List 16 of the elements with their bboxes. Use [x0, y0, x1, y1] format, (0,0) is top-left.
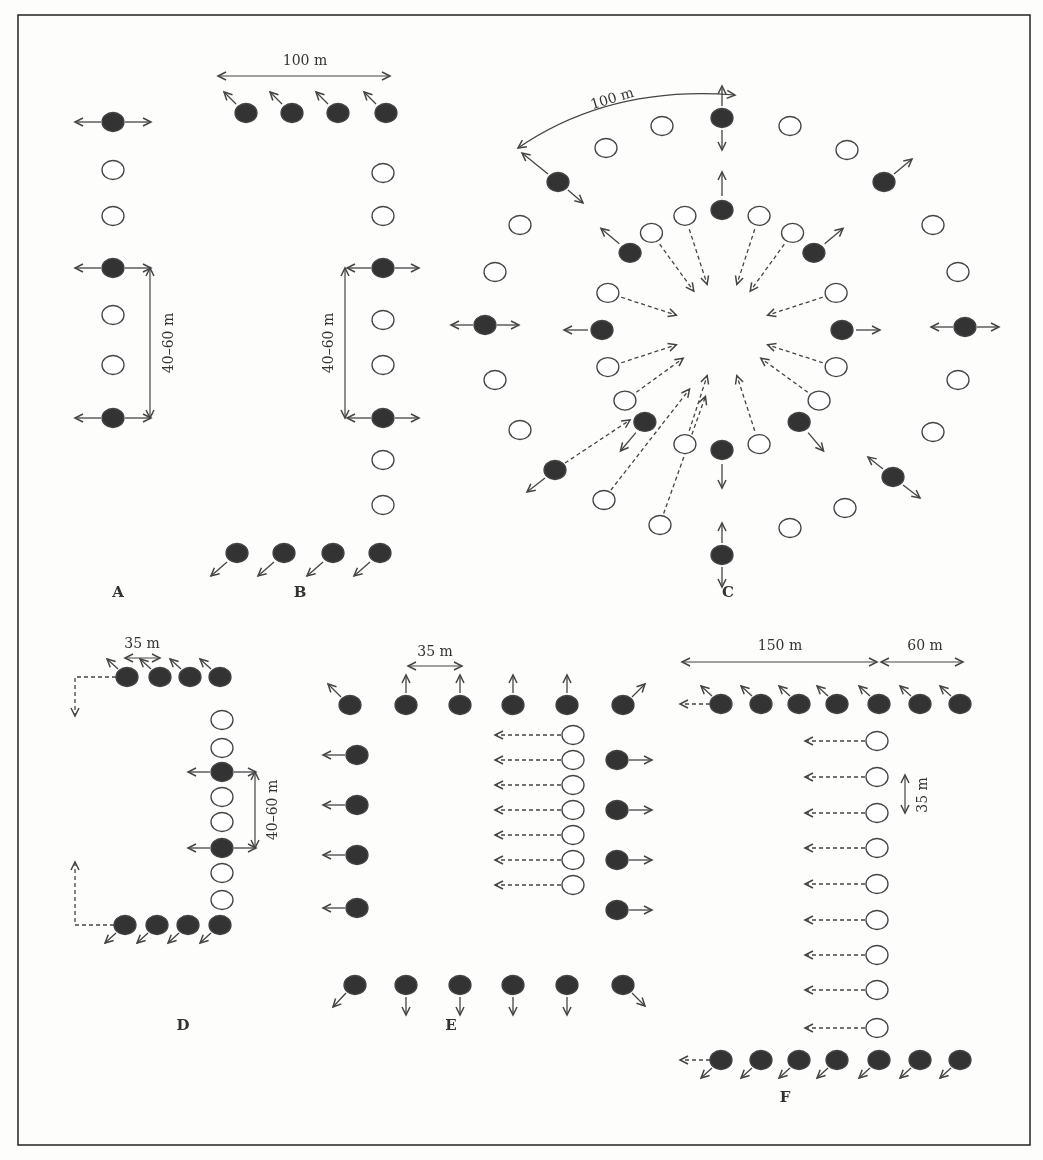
panel-letter: A [112, 584, 124, 600]
panel-letter: E [445, 1017, 457, 1033]
dimension-label: 35 m [915, 777, 929, 813]
dimension-label: 40–60 m [265, 779, 279, 841]
dimension-label: 35 m [417, 644, 453, 658]
dimension-label: 40–60 m [161, 312, 175, 374]
dimension-label: 100 m [282, 53, 328, 67]
dimension-label: 35 m [124, 636, 160, 650]
dimension-label: 60 m [907, 638, 943, 652]
dimension-label: 150 m [757, 638, 803, 652]
panel-letter: D [176, 1017, 190, 1033]
dimension-label: 100 m [588, 84, 636, 112]
panel-letter: F [779, 1089, 791, 1105]
panel-letter: C [722, 584, 734, 600]
panel-letter: B [293, 584, 307, 600]
dimension-label: 40–60 m [321, 312, 335, 374]
